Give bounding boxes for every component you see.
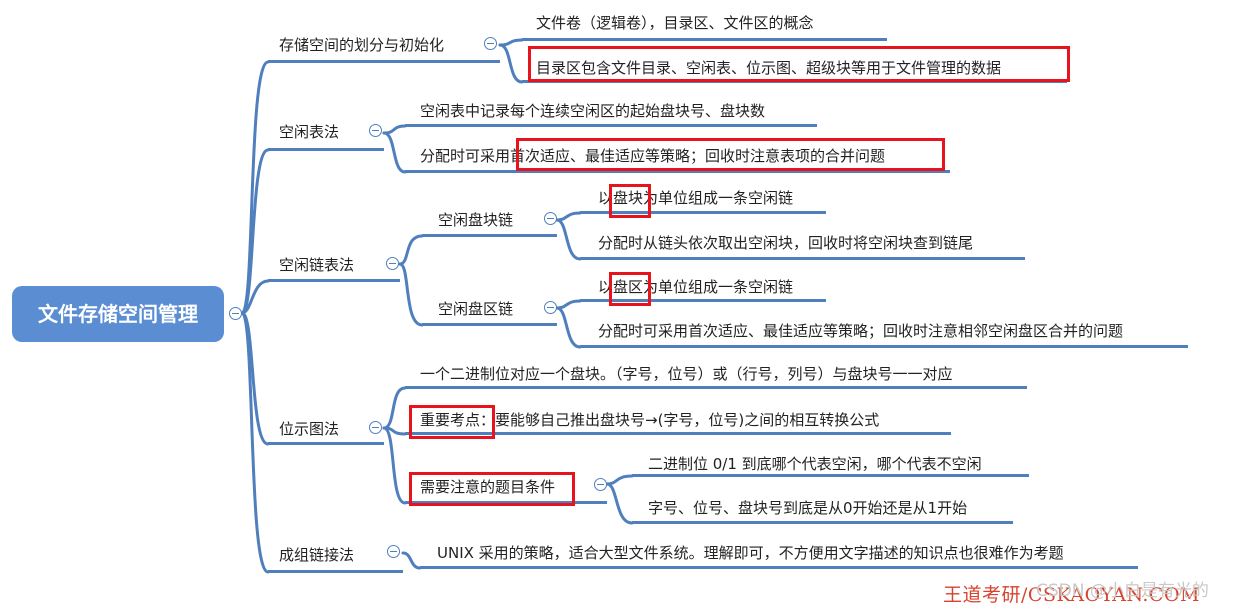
collapse-icon[interactable] [484, 37, 497, 50]
leaf-volume-concept: 文件卷（逻辑卷），目录区、文件区的概念 [536, 14, 814, 32]
leaf-underline [580, 257, 1025, 260]
leaf-extent-chain-alloc: 分配时可采用首次适应、最佳适应等策略；回收时注意相邻空闲盘区合并的问题 [598, 322, 1124, 340]
sub-free-extent-chain[interactable]: 空闲盘区链 [438, 300, 514, 318]
leaf-bitmap-mapping: 一个二进制位对应一个盘块。（字号，位号）或（行号，列号）与盘块号一一对应 [420, 365, 953, 383]
leaf-underline [522, 38, 887, 41]
sub-underline [405, 501, 607, 504]
branch-underline [268, 570, 403, 573]
leaf-underline [580, 299, 826, 302]
collapse-icon[interactable] [594, 478, 607, 491]
sub-free-block-chain[interactable]: 空闲盘块链 [438, 211, 514, 229]
branch-underline [268, 279, 400, 282]
collapse-icon[interactable] [369, 421, 382, 434]
leaf-underline [420, 566, 1138, 569]
leaf-underline [580, 345, 1188, 348]
leaf-unix-grouped: UNIX 采用的策略，适合大型文件系统。理解即可，不方便用文字描述的知识点也很难… [437, 544, 1064, 562]
highlight-box [528, 46, 1070, 82]
branch-underline [268, 442, 384, 445]
branch-free-table[interactable]: 空闲表法 [279, 123, 340, 141]
branch-underline [268, 60, 500, 63]
watermark-author: CSDN @小白是有光的 [1036, 581, 1209, 601]
highlight-box [609, 272, 651, 306]
sub-underline [422, 234, 557, 237]
leaf-underline [405, 432, 951, 435]
watermark-site: 王道考研/CSKAOYAN.COM [943, 584, 1200, 606]
branch-free-list[interactable]: 空闲链表法 [279, 256, 355, 274]
leaf-block-chain-alloc: 分配时从链头依次取出空闲块，回收时将空闲块查到链尾 [598, 234, 974, 252]
leaf-underline [632, 474, 1029, 477]
branch-underline [268, 148, 384, 151]
branch-grouped-link[interactable]: 成组链接法 [279, 546, 355, 564]
sub-bitmap-conditions[interactable]: 需要注意的题目条件 [420, 478, 556, 496]
sub-underline [422, 323, 557, 326]
highlight-box [409, 472, 575, 506]
leaf-underline [632, 521, 1013, 524]
highlight-box [516, 138, 945, 171]
root-collapse-icon[interactable] [229, 307, 242, 320]
leaf-underline [405, 386, 1027, 389]
leaf-bitmap-key-point: 重要考点：要能够自己推出盘块号→(字号，位号)之间的相互转换公式 [420, 411, 880, 429]
branch-bitmap[interactable]: 位示图法 [279, 420, 340, 438]
leaf-underline [405, 170, 950, 173]
leaf-extent-chain-unit: 以盘区为单位组成一条空闲链 [598, 278, 794, 296]
collapse-icon[interactable] [369, 124, 382, 137]
leaf-free-table-record: 空闲表中记录每个连续空闲区的起始盘块号、盘块数 [420, 102, 766, 120]
collapse-icon[interactable] [386, 257, 399, 270]
leaf-block-chain-unit: 以盘块为单位组成一条空闲链 [598, 189, 794, 207]
branch-partition-init[interactable]: 存储空间的划分与初始化 [279, 36, 445, 54]
leaf-directory-area: 目录区包含文件目录、空闲表、位示图、超级块等用于文件管理的数据 [536, 59, 1002, 77]
collapse-icon[interactable] [544, 301, 557, 314]
leaf-bitmap-start-index: 字号、位号、盘块号到底是从0开始还是从1开始 [648, 499, 968, 517]
leaf-free-table-alloc: 分配时可采用首次适应、最佳适应等策略；回收时注意表项的合并问题 [420, 147, 886, 165]
collapse-icon[interactable] [387, 545, 400, 558]
root-node[interactable]: 文件存储空间管理 [12, 286, 224, 342]
collapse-icon[interactable] [544, 212, 557, 225]
leaf-underline [580, 211, 826, 214]
highlight-box [409, 405, 495, 439]
leaf-underline [405, 124, 817, 127]
highlight-box [609, 184, 651, 218]
leaf-bitmap-zero-one: 二进制位 0/1 到底哪个代表空闲，哪个代表不空闲 [648, 455, 982, 473]
